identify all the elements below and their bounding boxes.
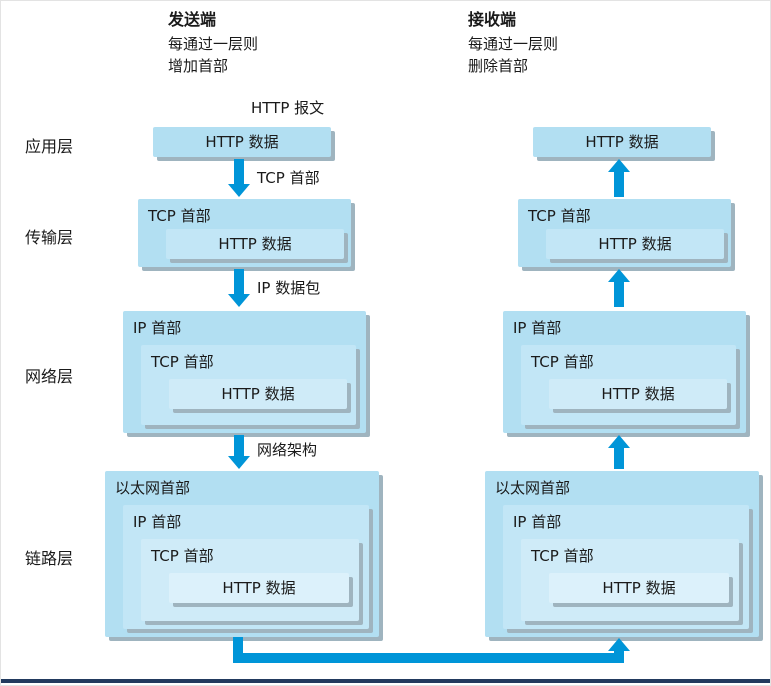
receiver-link-http-data-box: HTTP 数据 bbox=[549, 573, 729, 603]
arrow-up-icon bbox=[608, 435, 630, 448]
arrow-shaft bbox=[614, 448, 624, 469]
arrow-up-icon bbox=[608, 638, 630, 651]
sender-link-ip-box: IP 首部 TCP 首部 HTTP 数据 bbox=[123, 505, 369, 629]
arrow-shaft bbox=[234, 269, 244, 294]
receiver-link-tcp-box: TCP 首部 HTTP 数据 bbox=[521, 539, 739, 621]
http-data-label: HTTP 数据 bbox=[221, 385, 295, 403]
sender-link-tcp-box: TCP 首部 HTTP 数据 bbox=[141, 539, 359, 621]
tcp-header-label: TCP 首部 bbox=[148, 207, 211, 225]
receiver-network-tcp-box: TCP 首部 HTTP 数据 bbox=[521, 345, 736, 425]
receiver-note-line2: 删除首部 bbox=[468, 57, 529, 75]
arrow-up-icon bbox=[608, 269, 630, 282]
layer-label-network: 网络层 bbox=[25, 367, 74, 386]
tcp-header-label: TCP 首部 bbox=[151, 547, 214, 565]
layer-label-link: 链路层 bbox=[25, 549, 74, 568]
ip-header-label: IP 首部 bbox=[133, 319, 182, 337]
arrow-shaft bbox=[614, 172, 624, 197]
arrow-down-icon bbox=[228, 294, 250, 307]
eth-header-label: 以太网首部 bbox=[115, 479, 191, 497]
receiver-app-http-data-box: HTTP 数据 bbox=[533, 127, 711, 157]
connector-arrow-head bbox=[608, 638, 630, 651]
sender-network-tcp-box: TCP 首部 HTTP 数据 bbox=[141, 345, 356, 425]
receiver-arrow-network-to-transport bbox=[608, 269, 630, 307]
http-data-label: HTTP 数据 bbox=[598, 235, 672, 253]
http-data-label: HTTP 数据 bbox=[205, 133, 279, 151]
connector-horizontal-segment bbox=[233, 653, 624, 663]
receiver-arrow-transport-to-app bbox=[608, 159, 630, 197]
sender-header: 发送端 每通过一层则 增加首部 bbox=[168, 9, 258, 77]
arrow-shaft bbox=[234, 435, 244, 456]
sender-note-line2: 增加首部 bbox=[168, 57, 229, 75]
sender-transport-http-data-box: HTTP 数据 bbox=[166, 229, 344, 259]
http-data-label: HTTP 数据 bbox=[222, 579, 296, 597]
http-data-label: HTTP 数据 bbox=[218, 235, 292, 253]
arrow-down-icon bbox=[228, 456, 250, 469]
sender-note-line1: 每通过一层则 bbox=[168, 35, 259, 53]
ip-header-label: IP 首部 bbox=[513, 319, 562, 337]
receiver-network-ip-box: IP 首部 TCP 首部 HTTP 数据 bbox=[503, 311, 746, 433]
receiver-transport-http-data-box: HTTP 数据 bbox=[546, 229, 724, 259]
sender-arrow-app-to-transport bbox=[228, 159, 250, 197]
http-data-label: HTTP 数据 bbox=[602, 579, 676, 597]
receiver-link-eth-box: 以太网首部 IP 首部 TCP 首部 HTTP 数据 bbox=[485, 471, 759, 637]
receiver-network-http-data-box: HTTP 数据 bbox=[549, 379, 727, 409]
sender-arrow-network-to-link bbox=[228, 435, 250, 469]
receiver-transport-tcp-box: TCP 首部 HTTP 数据 bbox=[518, 199, 731, 267]
ip-header-label: IP 首部 bbox=[513, 513, 562, 531]
sender-network-ip-box: IP 首部 TCP 首部 HTTP 数据 bbox=[123, 311, 366, 433]
arrow-shaft bbox=[614, 282, 624, 307]
tcp-header-label: TCP 首部 bbox=[151, 353, 214, 371]
ip-header-label: IP 首部 bbox=[133, 513, 182, 531]
receiver-link-ip-box: IP 首部 TCP 首部 HTTP 数据 bbox=[503, 505, 749, 629]
arrow-up-icon bbox=[608, 159, 630, 172]
layer-label-transport: 传输层 bbox=[25, 228, 74, 247]
sender-title: 发送端 bbox=[168, 10, 217, 29]
physical-medium-line bbox=[1, 679, 770, 683]
sender-arrow-transport-to-network bbox=[228, 269, 250, 307]
connector-up-segment bbox=[614, 651, 624, 663]
arrow-shaft bbox=[234, 159, 244, 184]
network-arch-flow-label: 网络架构 bbox=[257, 441, 318, 459]
http-data-label: HTTP 数据 bbox=[601, 385, 675, 403]
sender-app-http-data-box: HTTP 数据 bbox=[153, 127, 331, 157]
sender-network-http-data-box: HTTP 数据 bbox=[169, 379, 347, 409]
eth-header-label: 以太网首部 bbox=[495, 479, 571, 497]
tcp-header-label: TCP 首部 bbox=[531, 353, 594, 371]
arrow-down-icon bbox=[228, 184, 250, 197]
receiver-header: 接收端 每通过一层则 删除首部 bbox=[468, 9, 558, 77]
connector-down-segment bbox=[233, 637, 243, 663]
http-data-label: HTTP 数据 bbox=[585, 133, 659, 151]
sender-link-http-data-box: HTTP 数据 bbox=[169, 573, 349, 603]
tcp-header-label: TCP 首部 bbox=[531, 547, 594, 565]
layer-label-application: 应用层 bbox=[25, 137, 74, 156]
tcp-header-flow-label: TCP 首部 bbox=[257, 169, 320, 187]
sender-link-eth-box: 以太网首部 IP 首部 TCP 首部 HTTP 数据 bbox=[105, 471, 379, 637]
receiver-title: 接收端 bbox=[468, 10, 517, 29]
sender-transport-tcp-box: TCP 首部 HTTP 数据 bbox=[138, 199, 351, 267]
receiver-note-line1: 每通过一层则 bbox=[468, 35, 559, 53]
receiver-arrow-link-to-network bbox=[608, 435, 630, 469]
http-message-label: HTTP 报文 bbox=[251, 99, 325, 117]
tcp-header-label: TCP 首部 bbox=[528, 207, 591, 225]
ip-packet-flow-label: IP 数据包 bbox=[257, 279, 321, 297]
